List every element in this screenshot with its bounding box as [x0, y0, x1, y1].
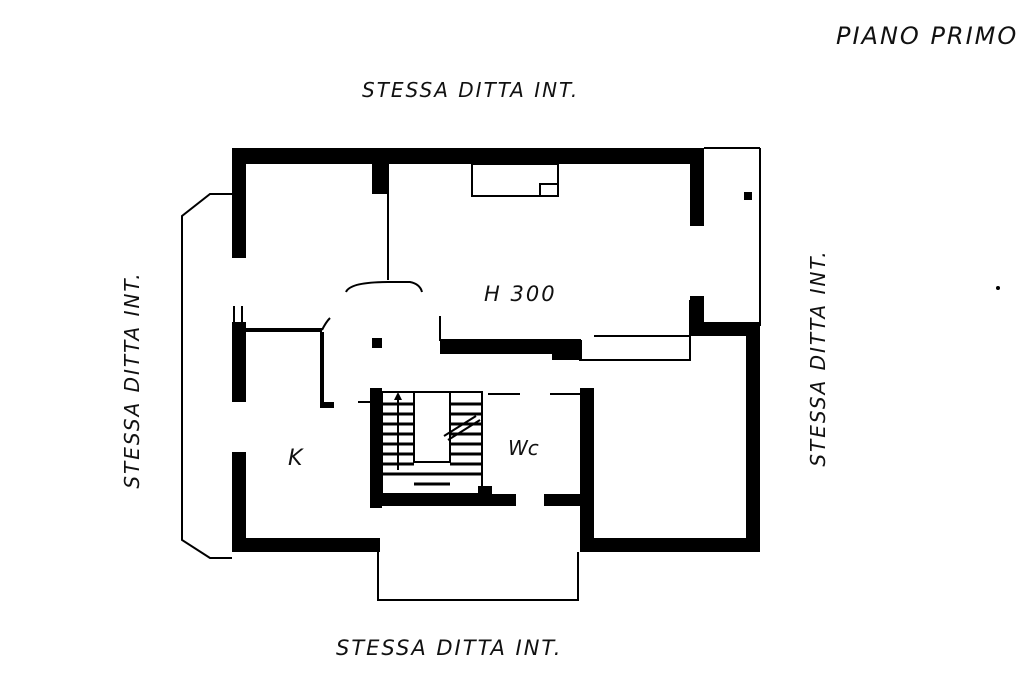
neighbor-label-left: STESSA DITTA INT.	[120, 271, 144, 489]
walls	[232, 148, 760, 552]
neighbor-label-bottom: STESSA DITTA INT.	[336, 636, 563, 660]
dot-mark	[996, 286, 1000, 290]
room-label-kitchen: K	[288, 446, 305, 471]
floor-title: PIANO PRIMO	[836, 22, 1019, 50]
staircase	[381, 391, 492, 496]
thin-lines	[181, 147, 761, 601]
neighbor-label-top: STESSA DITTA INT.	[362, 78, 580, 102]
room-label-wc: Wc	[508, 436, 539, 460]
neighbor-label-right: STESSA DITTA INT.	[806, 249, 830, 467]
room-label-height: H 300	[484, 282, 557, 306]
